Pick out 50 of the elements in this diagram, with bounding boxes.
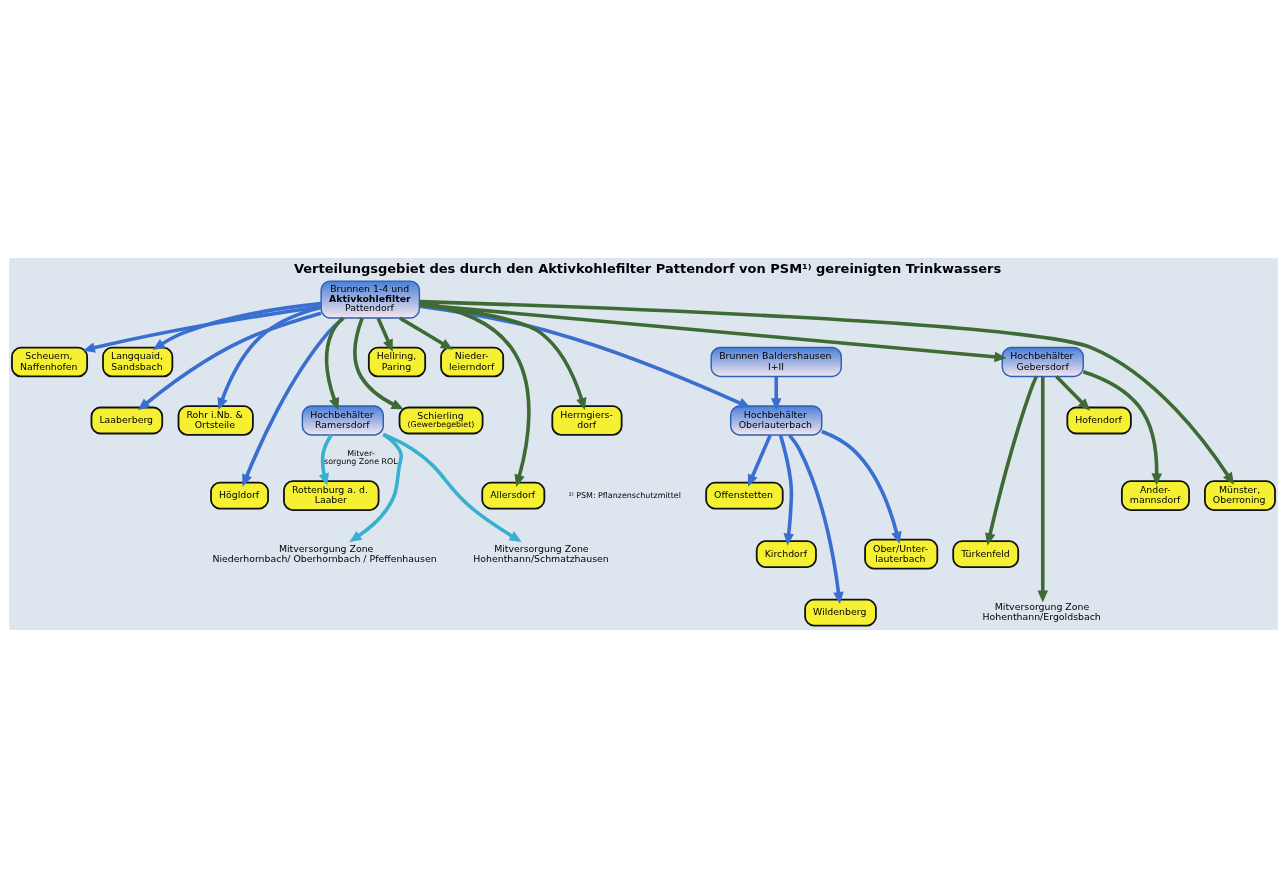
node-box: Hellring, Paring: [367, 346, 427, 378]
arrow: [399, 316, 453, 350]
arrow: [778, 434, 794, 546]
node-box: Kirchdorf: [755, 540, 817, 569]
node-box: Hochbehälter Ramersdorf: [301, 405, 384, 436]
arrow: [788, 433, 844, 605]
node-box: Scheuern, Naffenhofen: [11, 346, 89, 378]
arrow: [419, 304, 751, 408]
node-box: Rottenburg a. d. Laaber: [283, 480, 380, 511]
arrow: [770, 376, 782, 411]
node-text: Mitversorgung Zone Hohenthann/Ergoldsbach: [982, 601, 1101, 623]
node-box: Türkenfeld: [952, 540, 1020, 569]
node-text: Mitversorgung Zone Hohenthann/Schmatzhausen: [473, 542, 609, 564]
node-box: Hochbehälter Oberlauterbach: [730, 405, 823, 436]
diagram-title: Verteilungsgebiet des durch den Aktivkohlefilter Pattendorf von PSM¹⁾ gereinigten Trinkwassers: [293, 261, 1002, 277]
node-box: Hofendorf: [1066, 406, 1132, 435]
arrow: [324, 316, 345, 411]
node-box: Brunnen 1-4 und Aktivkohlefilter Pattendorf: [320, 280, 421, 319]
arrow: [137, 311, 322, 411]
node-box: Herrngiers- dorf: [551, 405, 623, 436]
node-box: Offenstetten: [705, 481, 784, 510]
node-box: Münster, Oberroning: [1204, 480, 1276, 511]
node-text: Mitversorgung Zone Niederhornbach/ Oberhornbach / Pfeffenhausen: [212, 542, 437, 564]
arrow: [821, 429, 902, 544]
node-box: Wildenberg: [804, 598, 877, 627]
arrow: [419, 301, 531, 487]
node-box: Ober/Unter- lauterbach: [864, 538, 939, 570]
arrow: [419, 302, 1007, 363]
node-box: Allersdorf: [481, 481, 546, 510]
arrow: [1037, 376, 1049, 603]
node-box: Ander- mannsdorf: [1120, 480, 1190, 511]
arrow: [419, 299, 1234, 485]
node-box: Nieder- leierndorf: [440, 346, 505, 378]
node-box: Högldorf: [210, 481, 269, 510]
arrow: [985, 375, 1038, 546]
arrow: [747, 434, 772, 487]
node-box: Brunnen Baldershausen I+II: [710, 346, 842, 378]
node-box: Laaberberg: [90, 406, 164, 435]
arrow: [1055, 375, 1091, 411]
arrow: [376, 317, 393, 352]
arrow: [353, 317, 404, 410]
node-box: Langquaid, Sandsbach: [102, 346, 174, 378]
arrow: [318, 434, 333, 486]
arrow: [1082, 369, 1163, 486]
arrow: [382, 432, 522, 542]
node-box: Rohr i.Nb. & Ortsteile: [177, 405, 254, 436]
arrow: [242, 316, 345, 487]
node-box: Hochbehälter Gebersdorf: [1001, 346, 1084, 378]
arrow: [217, 305, 322, 411]
arrow: [152, 301, 322, 350]
